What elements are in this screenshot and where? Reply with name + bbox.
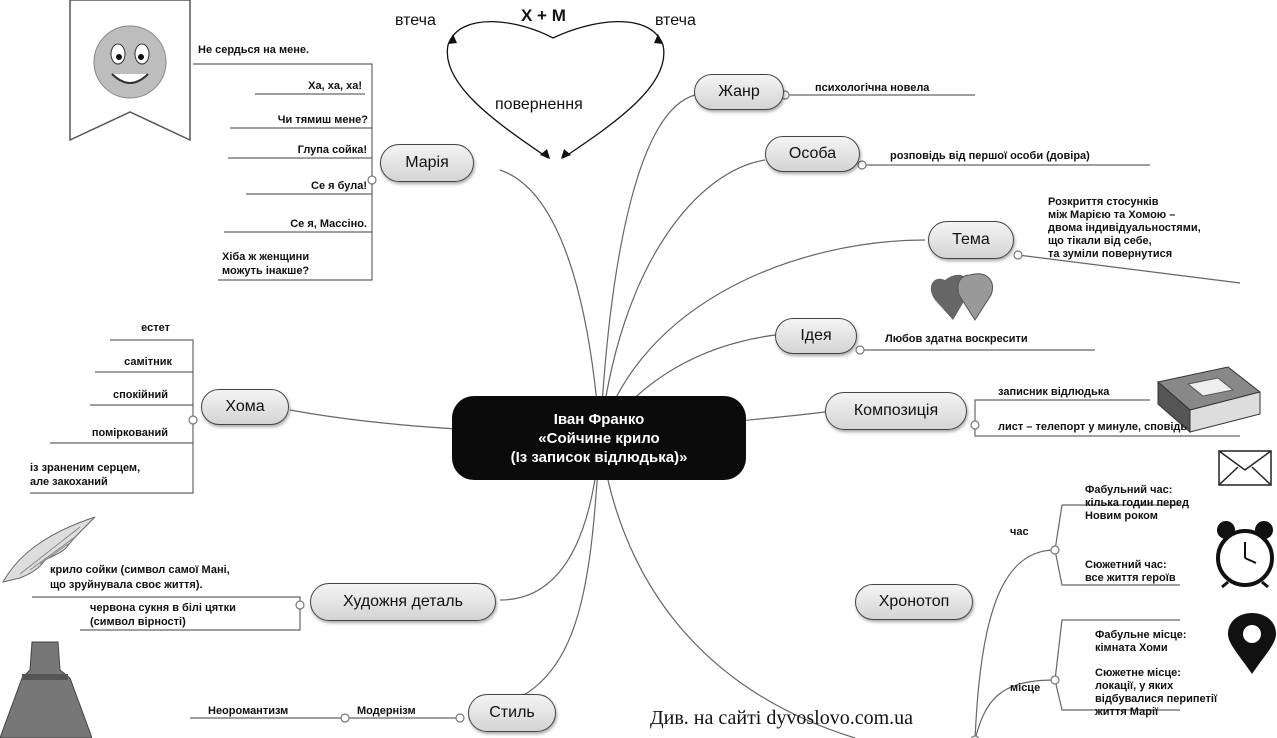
heart-left-label: втеча (395, 12, 436, 29)
maria-quote-1: Не сердься на мене. (198, 44, 310, 56)
homa-trait-1: естет (141, 322, 170, 334)
place-fabula-2: кімната Хоми (1095, 642, 1168, 654)
heart-bottom-label: повернення (495, 96, 583, 113)
chronotope-place: місце (1010, 682, 1041, 694)
genre-value: психологічна новела (815, 82, 930, 94)
homa-trait-4: поміркований (91, 427, 168, 439)
maria-quote-3: Чи тямиш мене? (277, 114, 368, 126)
book-icon (1148, 362, 1264, 445)
composition-item-1: записник відлюдька (998, 386, 1110, 398)
person-value: розповідь від першої особи (довіра) (890, 150, 1090, 162)
work-title: «Сойчине крило (538, 429, 660, 447)
style-sub: Модернізм (357, 705, 416, 717)
node-idea: Ідея (775, 318, 857, 354)
detail-item-1b: що зруйнувала своє життя). (50, 579, 203, 591)
location-pin-icon (1226, 612, 1277, 681)
time-fabula-1: Фабульний час: (1085, 484, 1173, 496)
time-plot-1: Сюжетний час: (1085, 559, 1167, 571)
maria-quote-2: Ха, ха, ха! (308, 80, 362, 92)
place-plot-4: життя Марії (1095, 706, 1159, 718)
composition-item-2: лист – телепорт у минуле, сповідь (998, 421, 1188, 433)
theme-line-1: Розкриття стосунків (1048, 196, 1159, 208)
place-fabula: Фабульне місце: кімната Хоми (1095, 629, 1187, 655)
place-plot-1: Сюжетне місце: (1095, 667, 1181, 679)
node-detail: Художня деталь (310, 583, 496, 621)
idea-value: Любов здатна воскресити (885, 333, 1028, 345)
theme-line-4: що тікали від себе, (1048, 235, 1152, 247)
envelope-icon (1218, 450, 1272, 491)
author-name: Іван Франко (553, 410, 645, 428)
wing-icon (0, 512, 100, 597)
time-plot-2: все життя героїв (1085, 572, 1176, 584)
maria-quote-7b: можуть інакше? (222, 265, 310, 277)
node-person: Особа (765, 136, 860, 172)
place-plot-2: локації, у яких (1095, 680, 1174, 692)
homa-trait-3: спокійний (113, 389, 168, 401)
homa-trait-5b: але закоханий (30, 476, 108, 488)
heart-right-label: втеча (655, 12, 696, 29)
heart-icon (925, 265, 1000, 338)
detail-item-1a: крило сойки (символ самої Мані, (50, 564, 230, 576)
central-topic: Іван Франко «Сойчине крило (Із записок в… (452, 396, 746, 480)
node-style: Стиль (468, 694, 556, 732)
place-plot-3: відбувалися перипетії (1095, 693, 1218, 705)
style-subsub: Неоромантизм (208, 705, 289, 717)
theme-value: Розкриття стосунків між Марією та Хомою … (1048, 196, 1201, 261)
dress-icon (0, 640, 93, 738)
work-subtitle: (Із записок відлюдька)» (510, 448, 688, 466)
theme-line-2: між Марією та Хомою – (1048, 209, 1176, 221)
node-maria: Марія (380, 144, 474, 182)
maria-quote-5: Се я була! (311, 180, 367, 192)
chronotope-time: час (1010, 526, 1029, 538)
time-fabula-3: Новим роком (1085, 510, 1158, 522)
theme-line-5: та зуміли повернутися (1048, 248, 1173, 260)
maria-quote-4: Глупа сойка! (297, 144, 367, 156)
node-chronotope: Хронотоп (855, 584, 973, 620)
detail-item-2b: (символ вірності) (90, 616, 186, 628)
place-plot: Сюжетне місце: локації, у яких відбували… (1095, 667, 1217, 719)
time-plot: Сюжетний час: все життя героїв (1085, 559, 1176, 585)
node-homa: Хома (201, 389, 289, 425)
time-fabula-2: кілька годин перед (1085, 497, 1190, 509)
smiley-icon (68, 0, 192, 155)
heart-top-label: Х + М (521, 6, 566, 25)
homa-trait-5a: із зраненим серцем, (30, 462, 141, 474)
source-footer: Див. на сайті dyvoslovo.com.ua (650, 707, 914, 729)
node-theme: Тема (928, 221, 1014, 259)
maria-quote-6: Се я, Массіно. (290, 218, 367, 230)
homa-trait-2: самітник (124, 356, 172, 368)
maria-quote-7a: Хіба ж женщини (222, 251, 310, 263)
time-fabula: Фабульний час: кілька годин перед Новим … (1085, 484, 1189, 523)
alarm-clock-icon (1214, 520, 1276, 593)
node-genre: Жанр (694, 74, 784, 110)
theme-line-3: двома індивідуальностями, (1048, 222, 1201, 234)
place-fabula-1: Фабульне місце: (1095, 629, 1187, 641)
detail-item-2a: червона сукня в білі цятки (90, 602, 236, 614)
node-composition: Композиція (825, 392, 967, 430)
